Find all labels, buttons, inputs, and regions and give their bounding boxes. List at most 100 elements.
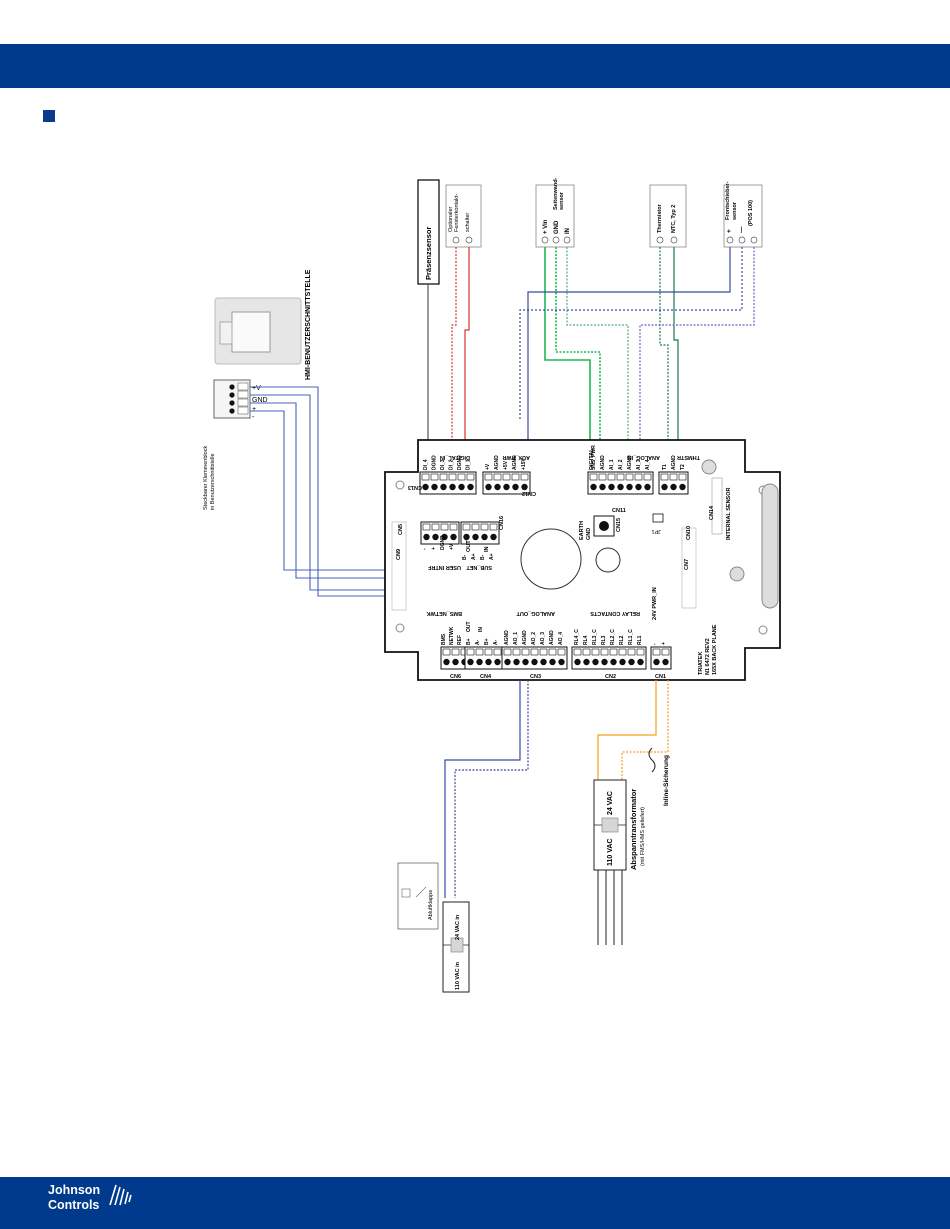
bms-out-in-0: OUT: [466, 621, 472, 632]
supply-sensor-label-1: Seitenwand-: [553, 177, 559, 210]
window-contact-label-1: Optionaler: [448, 206, 454, 232]
cn1-block: [650, 646, 672, 670]
cn3-pin-6: AO_4: [558, 632, 564, 645]
cn2-pin-5: RL2: [619, 635, 625, 645]
header-thmstr: THMSTR: [677, 454, 700, 460]
flow-pin-minus: —: [738, 226, 745, 233]
presence-sensor-box: Präsenzsensor: [417, 179, 440, 285]
cn11-pin-6: AI_4: [645, 459, 651, 470]
footer-band: [0, 1177, 950, 1229]
cn12-pin-0: +V: [485, 463, 491, 470]
cn11-pin-2: AI_1: [609, 459, 615, 470]
sensor-wiring: [427, 247, 755, 445]
presence-sensor-label: Präsenzsensor: [424, 227, 433, 280]
board-misc-labels: EARTH GND JP1 INTERNAL SENSOR USER INTRF…: [427, 488, 732, 675]
cn12-pin-1: AGND: [494, 455, 500, 470]
header-band: [0, 44, 950, 88]
damper-110v: 110 VAC in: [455, 961, 461, 990]
cn4-pin-0: B+: [466, 638, 472, 645]
cn11-pin-3: AI_2: [618, 459, 624, 470]
in-label: IN: [484, 546, 490, 552]
cn12-pin-3: AGND: [512, 455, 518, 470]
header-digital-in: DIGITAL_IN: [440, 454, 470, 460]
cn12-pin-2: +5V: [503, 460, 509, 470]
cn-label-2: CN11: [612, 508, 626, 514]
thmstr-pin-2: T2: [680, 464, 686, 470]
cn-label-12: CN1: [655, 674, 666, 680]
cn2-pin-2: RL3_C: [592, 629, 598, 645]
flow-sensor-label-2: sensor: [732, 201, 738, 220]
main-board: [384, 439, 781, 681]
header-analog-out: ANALOG_OUT: [516, 610, 555, 616]
exhaust-damper: Abluftklappe 24 VAC in 110 VAC in: [397, 862, 470, 993]
cn-label-4: CN16: [499, 516, 505, 530]
user-intrf-pin-1: +: [431, 547, 437, 550]
hmi-title: HMI-BENUTZERSCHNITTSTELLE: [305, 269, 312, 380]
cn4-pin-3: A-: [493, 639, 499, 645]
cn-label-11: CN2: [605, 674, 616, 680]
hmi-terminal-block: +V GND + - Steckbarer Klemmenblock in Be…: [203, 379, 268, 510]
user-intrf-pin-3: +V: [449, 543, 455, 550]
thmstr-pin-1: AGND: [671, 455, 677, 470]
cn3-pin-4: AO_3: [540, 632, 546, 645]
logo-line-1: Johnson: [48, 1183, 101, 1197]
flow-sensor-box: + — Frontschieber- sensor (POS 100): [723, 181, 763, 248]
cn13-pin-0: DI_4: [423, 459, 429, 470]
transformer-24v: 24 VAC: [607, 791, 614, 815]
user-intrf-block: [420, 521, 460, 545]
window-contact-label-3: schalter: [465, 213, 471, 232]
sub-net-pin-1: A+: [471, 553, 477, 560]
cn4-pin-2: B+: [484, 638, 490, 645]
cn-label-9: CN4: [480, 674, 492, 680]
cn3-pin-0: AGND: [504, 630, 510, 645]
supply-pin-gnd: GND: [554, 220, 560, 234]
hmi-terminal-label-v: +V: [252, 385, 261, 392]
cn2-pin-1: RL4: [583, 635, 589, 645]
user-intrf-label: USER INTRF: [427, 564, 461, 570]
cn11-pin-5: AI_3: [636, 459, 642, 470]
sub-net-pin-0: B-: [462, 554, 468, 560]
cn13-pin-3: DI_2: [449, 459, 455, 470]
cn-label-10: CN3: [530, 674, 541, 680]
logo-line-2: Controls: [48, 1198, 100, 1212]
header-digital: DIGITAL: [589, 448, 595, 470]
fuse-label: Inline-Sicherung: [663, 755, 670, 806]
header-bms-netwk: BMS_NETWK: [427, 610, 462, 616]
cn3-pin-5: AGND: [549, 630, 555, 645]
company-logo: Johnson Controls: [48, 1183, 100, 1213]
cn4-pin-1: A-: [475, 639, 481, 645]
cn3-pin-1: AO_1: [513, 632, 519, 645]
cn13-pin-2: DI_3: [440, 459, 446, 470]
sub-net-block: [460, 521, 500, 545]
jp1-label: JP1: [652, 528, 661, 534]
cn2-pin-6: RL1_C: [628, 629, 634, 645]
cn2-pin-4: RL2_C: [610, 629, 616, 645]
user-intrf-pin-2: DGND: [440, 535, 446, 550]
cn11-pin-4: AGND: [627, 455, 633, 470]
header-relay-contacts: RELAY CONTACTS: [590, 610, 640, 616]
hmi-terminal-label-minus: -: [252, 414, 255, 421]
bms-pin-1: NETWK: [449, 626, 455, 645]
cn3-pin-2: AGND: [522, 630, 528, 645]
cn1-pin-1: +: [661, 642, 667, 645]
flow-sensor-label-3: (POS 100): [748, 200, 754, 226]
cn-label-7: CN9: [396, 549, 402, 560]
connector-blocks: [419, 471, 689, 670]
internal-sensor-label: INTERNAL SENSOR: [726, 488, 732, 540]
transformer-label-2: (mit FMS/HMS geliefert): [640, 807, 646, 866]
cn2-pin-0: RL4_C: [574, 629, 580, 645]
out-label: OUT: [466, 540, 472, 552]
hmi-device: HMI-BENUTZERSCHNITTSTELLE: [214, 269, 312, 380]
cn13-pin-1: DGND: [432, 455, 438, 470]
supply-pin-vin: + Vin: [543, 219, 549, 234]
transformer-label-1: Abspanntransformator: [629, 789, 638, 870]
logo-mark-icon: [109, 1184, 132, 1206]
transformer: 24 VAC 110 VAC Abspanntransformator (mit…: [593, 755, 670, 871]
thmstr-block: [658, 471, 689, 495]
sub-net-label: SUB_NET: [466, 564, 492, 570]
window-contact-label-2: Fensterkontakt-: [454, 194, 460, 232]
damper-24v: 24 VAC in: [455, 914, 461, 940]
cn4-block: [464, 646, 504, 670]
